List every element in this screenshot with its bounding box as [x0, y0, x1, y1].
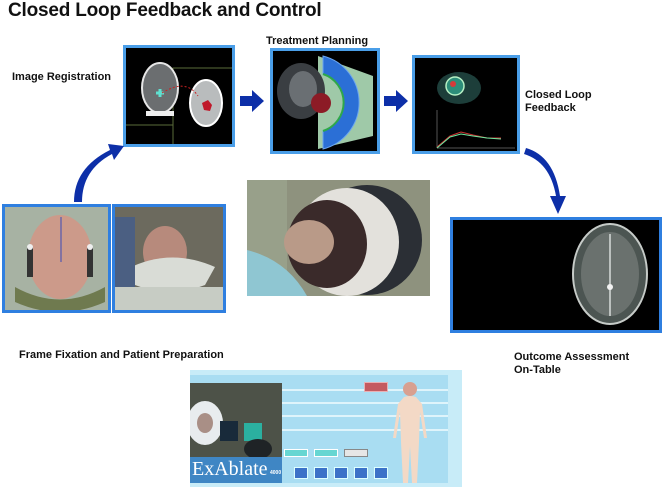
- tool-button-3[interactable]: [334, 467, 348, 479]
- closed-loop-feedback-panel: [412, 55, 520, 154]
- alert-button[interactable]: [364, 382, 388, 392]
- tool-button-2[interactable]: [314, 467, 328, 479]
- outcome-assessment-panel: [450, 217, 662, 333]
- mri-room-image: [190, 383, 282, 457]
- tool-button-4[interactable]: [354, 467, 368, 479]
- label-closed-loop-feedback: Closed Loop Feedback: [525, 89, 592, 115]
- label-line: Closed Loop: [525, 89, 592, 101]
- tool-button-1[interactable]: [294, 467, 308, 479]
- label-outcome-assessment: Outcome Assessment On-Table: [514, 351, 629, 377]
- imaging-button[interactable]: [284, 449, 308, 457]
- brand-name: ExAblate: [192, 458, 268, 480]
- patient-preparation-photo: [112, 204, 226, 313]
- screen-stripe: [282, 429, 448, 431]
- screen-stripe: [282, 415, 448, 417]
- label-line: Feedback: [525, 102, 576, 114]
- treatment-planning-panel: [270, 48, 380, 154]
- thermal-feedback-image: [415, 58, 517, 151]
- image-registration-panel: [123, 45, 235, 147]
- label-line: Outcome Assessment: [514, 351, 630, 363]
- label-treatment-planning: Treatment Planning: [266, 35, 369, 47]
- patient-head-frame-image: [5, 207, 108, 310]
- label-image-registration: Image Registration: [12, 71, 112, 83]
- frame-fixation-photo: [2, 204, 111, 313]
- human-body-figure: [393, 382, 427, 483]
- console-screen: ExAblate 4000: [190, 375, 448, 483]
- tool-button-5[interactable]: [374, 467, 388, 479]
- treatment-button[interactable]: [344, 449, 368, 457]
- model-number: 4000: [270, 470, 282, 476]
- label-frame-fixation: Frame Fixation and Patient Preparation: [19, 349, 224, 361]
- patient-in-transducer-image: [247, 180, 430, 296]
- diagram-title: Closed Loop Feedback and Control: [8, 0, 322, 21]
- planning-button[interactable]: [314, 449, 338, 457]
- transducer-plan-image: [273, 51, 377, 151]
- post-treatment-mri-image: [453, 220, 659, 330]
- ct-registration-image: [126, 48, 232, 144]
- brand-bar: ExAblate 4000: [190, 457, 282, 483]
- patient-membrane-image: [115, 207, 223, 310]
- console-photo: [190, 383, 282, 457]
- arrow-feedback-to-outcome: [524, 148, 566, 214]
- transducer-helmet-photo: [247, 180, 430, 296]
- arrow-planning-to-feedback: [384, 90, 408, 112]
- screen-stripe: [282, 402, 448, 404]
- exablate-console: ExAblate 4000: [190, 370, 462, 487]
- arrow-registration-to-planning: [240, 90, 264, 112]
- label-line: On-Table: [514, 364, 561, 376]
- arrow-frame-to-registration: [74, 144, 124, 202]
